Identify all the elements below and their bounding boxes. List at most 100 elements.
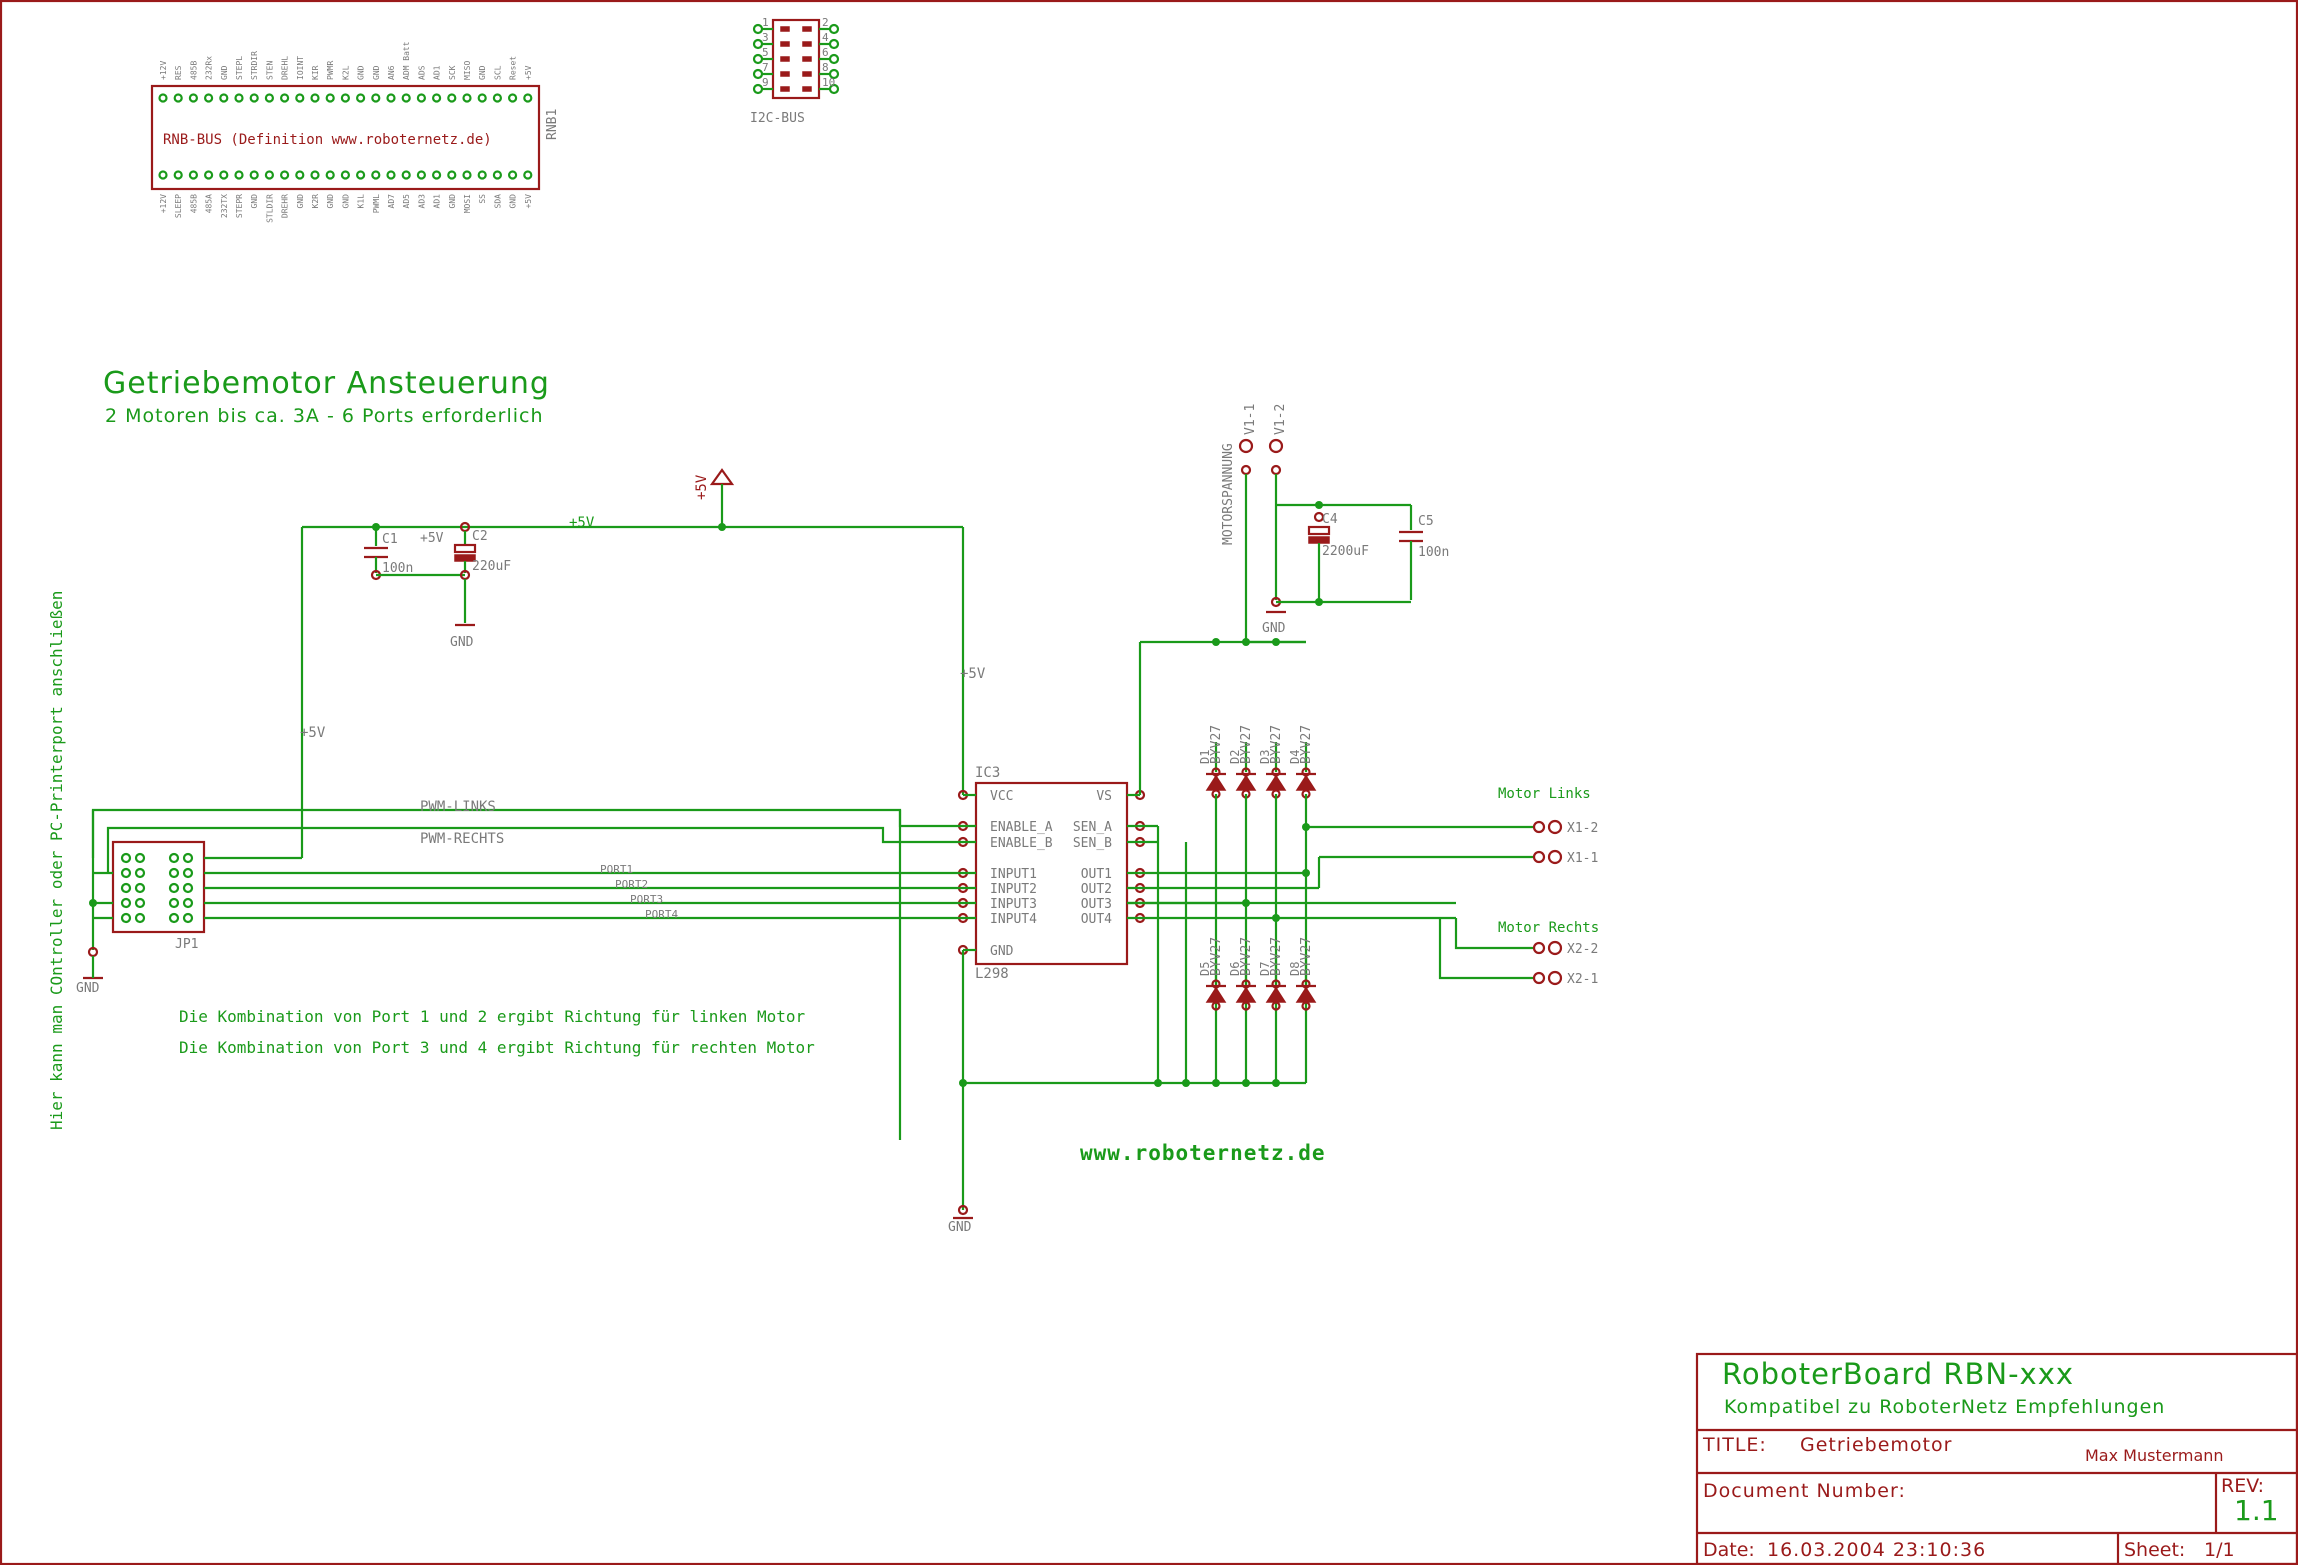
rnb-bottom-pin-label: SDA xyxy=(493,194,502,209)
ic3-value: L298 xyxy=(975,966,1009,982)
ic3-right-pin-label: OUT1 xyxy=(1081,867,1112,882)
c1-value: 100n xyxy=(382,561,413,576)
motorspannung-label: MOTORSPANNUNG xyxy=(1221,443,1236,545)
rnb-bottom-pin xyxy=(523,170,533,180)
rnb-bottom-pin xyxy=(401,170,411,180)
rnb-top-pin xyxy=(507,93,518,103)
jp1-pin xyxy=(168,852,180,864)
schematic-title: Getriebemotor Ansteuerung xyxy=(103,366,550,401)
rnb-top-pin xyxy=(492,93,502,103)
rnb-bottom-pin-label: K2R xyxy=(311,194,320,209)
rnb-top-pin xyxy=(204,93,214,103)
tb-board: RoboterBoard RBN-xxx xyxy=(1722,1357,2074,1391)
rnb-bottom-pin xyxy=(386,170,396,180)
rnb-bottom-pin xyxy=(492,170,502,180)
diode-pin xyxy=(1211,767,1221,777)
x1-1-label: X1-1 xyxy=(1567,851,1598,866)
rnb-top-pin-label: GND xyxy=(372,65,381,80)
diode-pin xyxy=(1211,979,1221,989)
tb-compat: Kompatibel zu RoboterNetz Empfehlungen xyxy=(1724,1396,2165,1418)
jp1-pin xyxy=(168,912,180,924)
rnb-top-pin xyxy=(280,93,290,103)
rnb-top-pin xyxy=(356,93,366,103)
flyback-diodes: BYV27D1BYV27D5BYV27D2BYV27D6BYV27D3BYV27… xyxy=(1198,725,1317,1083)
net-port4: PORT4 xyxy=(645,908,678,921)
jp1-pin xyxy=(120,852,132,864)
rnb-top-pin xyxy=(173,93,183,103)
rnb-bottom-pin xyxy=(234,170,244,180)
c4-value: 2200uF xyxy=(1322,544,1369,559)
rnb-bottom-pin-label: 485A xyxy=(205,194,214,213)
diode-ref: D1 xyxy=(1198,750,1212,764)
gnd-c2-label: GND xyxy=(450,635,474,650)
rnb-bottom-pin-label: AD7 xyxy=(387,194,396,209)
rnb-top-pin-label: KIR xyxy=(311,65,320,80)
rnb-top-pin xyxy=(310,93,320,103)
i2c-pin-number: 9 xyxy=(762,76,769,89)
rnb-bottom-pin xyxy=(280,170,290,180)
diode-symbol xyxy=(1265,986,1287,1003)
i2c-label: I2C-BUS xyxy=(750,111,805,126)
rnb-bottom-pin-label: GND xyxy=(509,194,518,209)
motor-links-label: Motor Links xyxy=(1498,786,1591,802)
rnb-bus-connector: RNB-BUS (Definition www.roboternetz.de) … xyxy=(150,41,560,223)
rnb-top-pin-label: SCL xyxy=(493,65,502,80)
i2c-pin-left xyxy=(752,53,764,65)
vcc-symbol-label: +5V xyxy=(694,474,710,500)
rnb-top-pin xyxy=(386,93,396,103)
ic3-right-pin-label: SEN_B xyxy=(1073,836,1112,851)
diode-ref: D3 xyxy=(1258,750,1272,764)
i2c-pin-number: 8 xyxy=(822,61,829,74)
i2c-pin-number: 10 xyxy=(822,76,835,89)
rnb-bottom-pin xyxy=(158,170,168,180)
rnb-bottom-pin xyxy=(507,170,518,180)
rnb-top-pin xyxy=(264,93,274,103)
diode-pin xyxy=(1241,767,1251,777)
ic3-left-pin-label: VCC xyxy=(990,789,1013,804)
jp1-ref: JP1 xyxy=(175,937,198,952)
i2c-contact xyxy=(802,41,812,47)
i2c-pin-left xyxy=(752,68,764,80)
net-port1: PORT1 xyxy=(600,863,633,876)
jp1-pin xyxy=(120,897,132,909)
jp1-pin xyxy=(168,882,180,894)
i2c-pin-number: 1 xyxy=(762,16,769,29)
i2c-pin-right xyxy=(828,53,840,65)
ic3-right-pin-label: OUT3 xyxy=(1081,897,1112,912)
rnb-ref: RNB1 xyxy=(545,109,560,140)
rnb-top-pin-label: RES xyxy=(174,65,183,80)
rnb-top-pin-label: GND xyxy=(357,65,366,80)
rnb-bottom-pin-label: AD3 xyxy=(417,194,426,209)
rnb-top-pin-label: PWMR xyxy=(326,61,335,80)
i2c-pin-number: 6 xyxy=(822,46,829,59)
ic3-left-pin-label: INPUT1 xyxy=(990,867,1037,882)
rnb-top-pin-label: DREHL xyxy=(281,56,290,80)
rnb-bottom-pin xyxy=(295,170,305,180)
diode-value: BYV27 xyxy=(1209,937,1224,976)
rnb-top-pin xyxy=(325,93,335,103)
i2c-pin-number: 4 xyxy=(822,31,829,44)
rnb-bottom-pin-label: GND xyxy=(250,194,259,209)
v1-1-label: V1-1 xyxy=(1243,404,1258,435)
rnb-top-pin xyxy=(447,93,457,103)
rnb-bottom-pin xyxy=(477,170,487,180)
rnb-bottom-pin xyxy=(340,170,350,180)
rnb-bottom-pin-label: +12V xyxy=(159,194,168,213)
x2-2-label: X2-2 xyxy=(1567,942,1598,957)
ic3-right-pin-label: VS xyxy=(1096,789,1112,804)
rnb-top-pin-label: K2L xyxy=(341,65,350,80)
rnb-bottom-pin xyxy=(356,170,366,180)
jp1-pin xyxy=(134,852,146,864)
tb-rev-value: 1.1 xyxy=(2234,1494,2279,1527)
rnb-top-pin xyxy=(219,93,229,103)
i2c-pin-number: 2 xyxy=(822,16,829,29)
rnb-top-pin xyxy=(371,93,381,103)
rnb-bottom-pins xyxy=(158,170,533,180)
diode-ref: D4 xyxy=(1288,750,1302,764)
net-pwm-rechts: PWM-RECHTS xyxy=(420,831,504,847)
i2c-contact xyxy=(802,71,812,77)
